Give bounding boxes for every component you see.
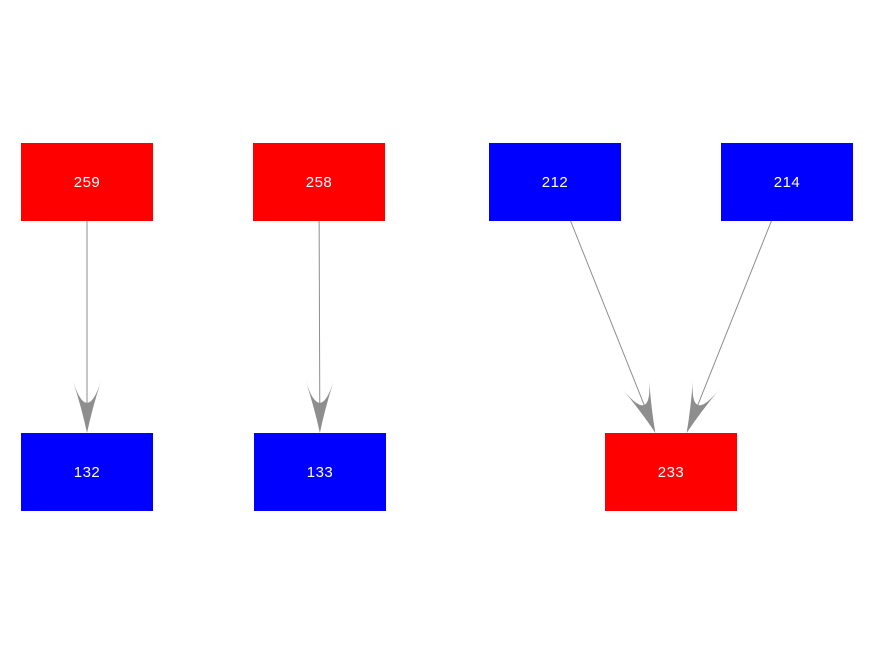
node-label: 214: [773, 173, 801, 191]
graph-node-133: 133: [254, 433, 386, 511]
graph-node-258: 258: [253, 143, 385, 221]
arrowhead-259-132: [73, 381, 101, 433]
graph-node-214: 214: [721, 143, 853, 221]
arrowhead-258-133: [305, 380, 334, 433]
node-label: 259: [73, 173, 101, 191]
edge-line-258-133: [318, 220, 321, 404]
node-label: 132: [73, 463, 101, 481]
edge-line-214-233: [697, 220, 772, 406]
graph-node-132: 132: [21, 433, 153, 511]
arrowhead-214-233: [686, 379, 719, 433]
graph-node-233: 233: [605, 433, 737, 511]
node-label: 233: [657, 463, 685, 481]
node-label: 133: [306, 463, 334, 481]
graph-node-259: 259: [21, 143, 153, 221]
node-label: 212: [541, 173, 569, 191]
graph-node-212: 212: [489, 143, 621, 221]
edge-line-212-233: [570, 220, 645, 406]
node-label: 258: [305, 173, 333, 191]
arrowhead-212-233: [623, 379, 656, 433]
